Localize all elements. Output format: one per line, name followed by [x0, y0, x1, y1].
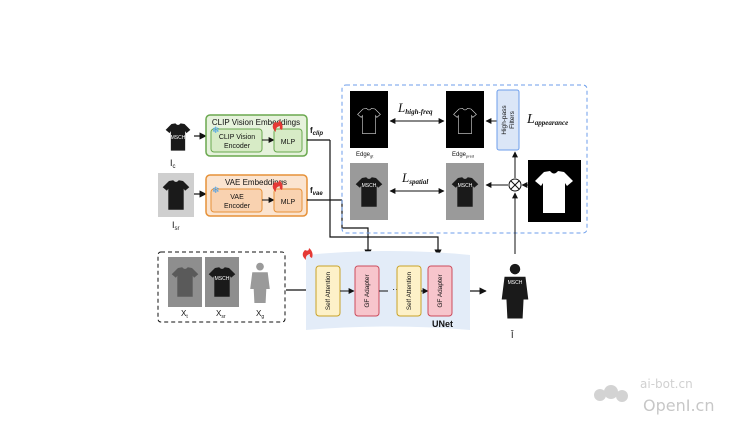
edge-gt-image [350, 91, 388, 148]
clip-encoder-label-1: CLIP Vision [219, 134, 255, 141]
edge-gt-label: Edgegt [356, 152, 374, 159]
unet-title: UNet [432, 319, 453, 329]
garment-print-text: MSCH [171, 135, 186, 141]
clip-encoder-label-2: Encoder [224, 143, 251, 150]
clip-mlp-label: MLP [281, 139, 296, 146]
trainable-flame-icon [272, 120, 283, 132]
vae-mlp-label: MLP [281, 199, 296, 206]
edge-pred-image [446, 91, 484, 148]
input-label-xsr: Xsr [216, 309, 226, 320]
vae-group-title: VAE Embeddings [225, 178, 287, 187]
connector-clip-to-adapter-2 [329, 140, 442, 257]
watermark-brand: OpenI.cn [643, 396, 714, 415]
gf-adapter-label-1: GF Adapter [364, 274, 371, 308]
output-label: Î [510, 330, 514, 340]
frozen-snowflake-icon: ❄ [212, 125, 220, 135]
edge-pred-label: Edgepred [452, 152, 474, 159]
input-label-xg: Xg [256, 309, 264, 320]
self-attention-label-2: Self Attention [406, 271, 413, 310]
input-label-xt: Xt [181, 309, 188, 320]
self-attention-label-1: Self Attention [325, 271, 332, 310]
high-freq-loss-label: Lhigh-freq [397, 100, 433, 116]
clip-group-title: CLIP Vision Embeddings [212, 118, 300, 127]
trainable-flame-icon [272, 180, 283, 192]
pred-crop-print: MSCH [458, 183, 473, 189]
filter-label-1: High-pass [501, 105, 508, 135]
trainable-flame-icon [302, 248, 313, 260]
appearance-loss-label: Lappearance [526, 112, 568, 127]
vae-mlp-box [273, 188, 303, 213]
vae-output-label: fvae [310, 186, 323, 197]
gt-crop-print: MSCH [362, 183, 377, 189]
filter-label-2: Filters [509, 110, 516, 128]
watermark: ai-bot.cn OpenI.cn [594, 377, 714, 415]
gf-adapter-block-2 [427, 265, 453, 317]
sr-input-label: Isr [172, 220, 180, 232]
output-print: MSCH [508, 280, 523, 286]
loss-panel [341, 84, 588, 234]
spatial-loss-label: Lspatial [401, 170, 428, 186]
watermark-site: ai-bot.cn [640, 377, 693, 391]
vae-encoder-label-1: VAE [230, 194, 244, 201]
gf-adapter-label-2: GF Adapter [437, 274, 444, 308]
clip-input-label: Ic [170, 158, 176, 170]
frozen-snowflake-icon: ❄ [212, 185, 220, 195]
clip-output-label: fclip [310, 126, 323, 137]
input-latents-panel [157, 251, 286, 323]
clip-mlp-box [273, 128, 303, 153]
sr-latent-print: MSCH [215, 276, 230, 282]
vae-encoder-label-2: Encoder [224, 203, 251, 210]
high-pass-filters-box [496, 89, 520, 151]
